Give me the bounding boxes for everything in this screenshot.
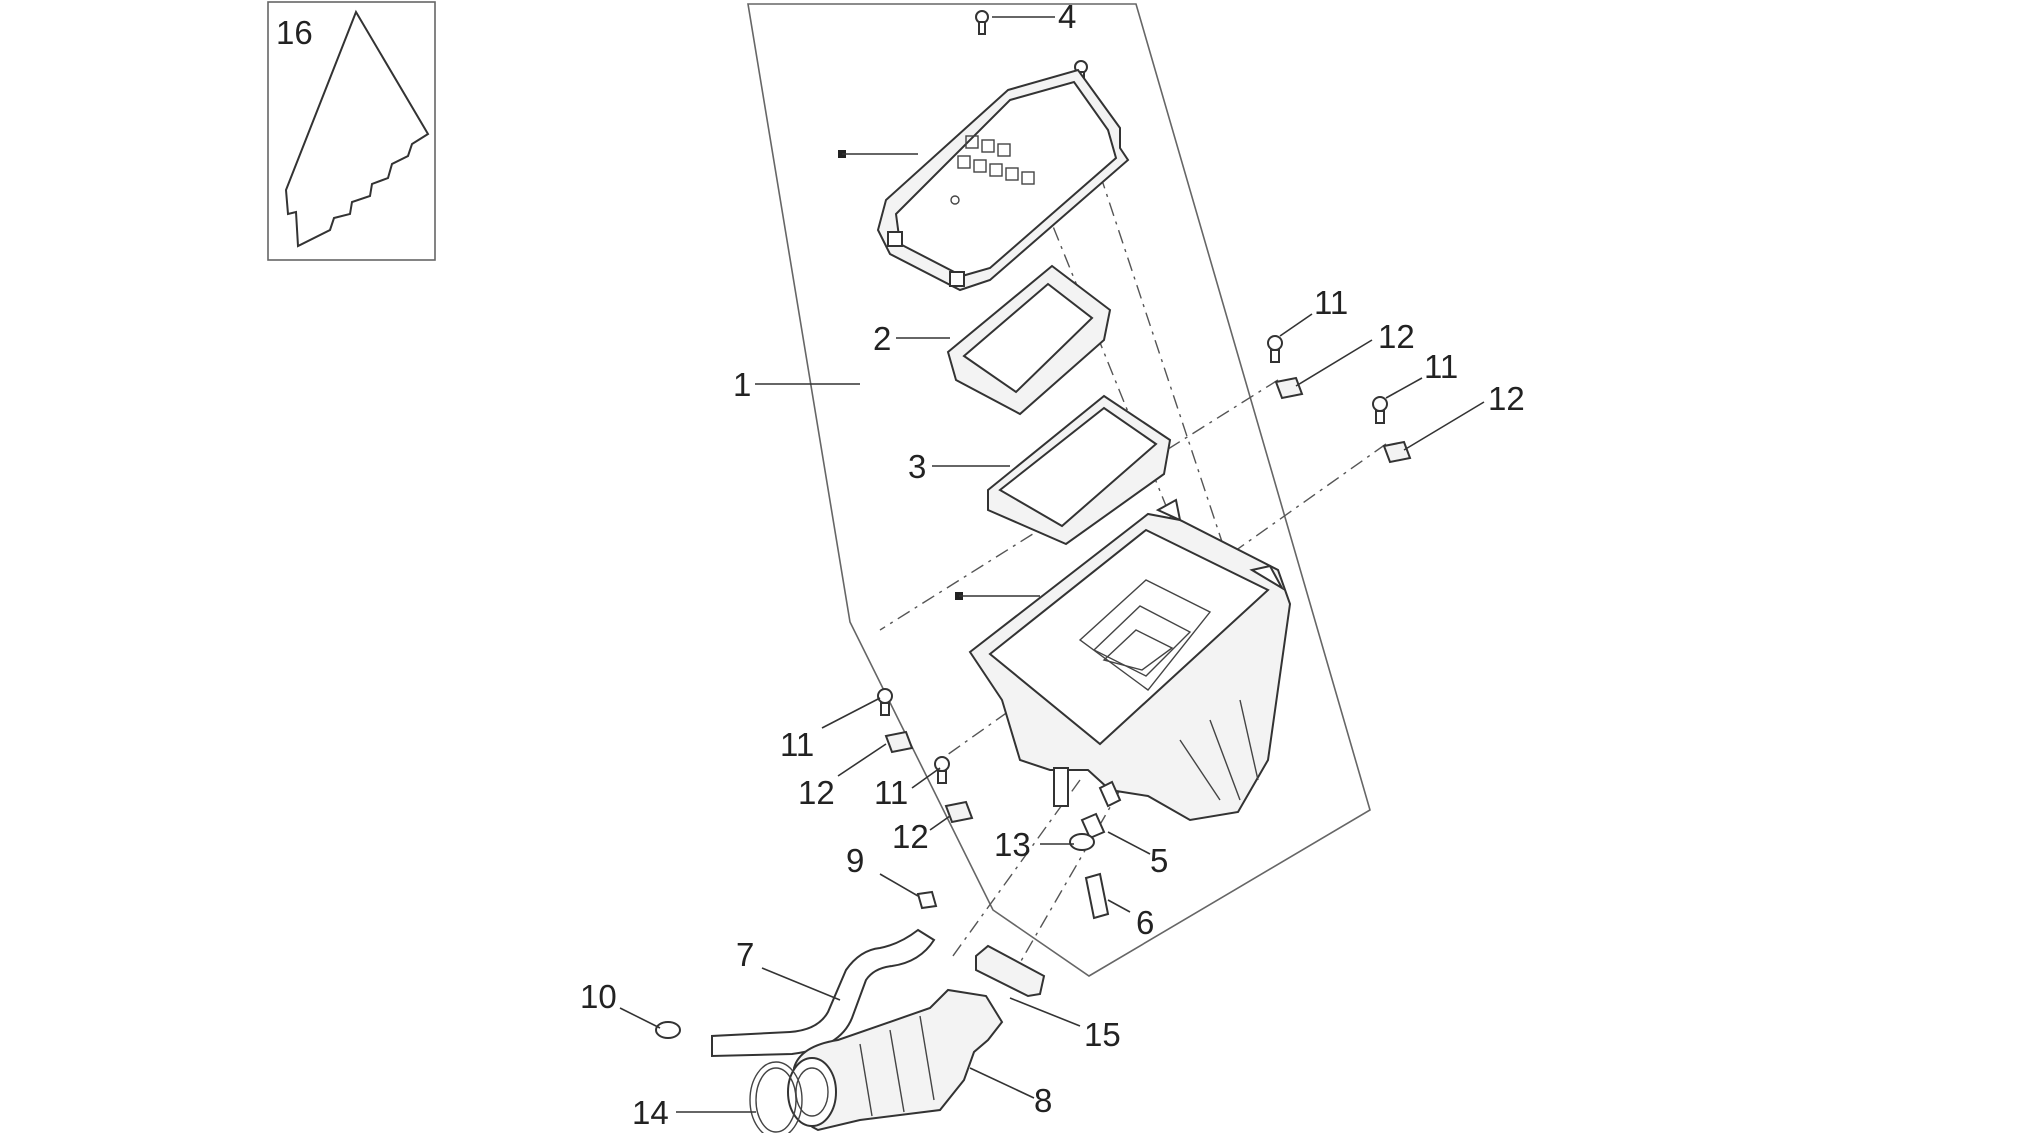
inset-box-16 [267, 1, 436, 261]
callout-5: 5 [1150, 842, 1168, 879]
callout-12a: 12 [1378, 318, 1415, 355]
callout-10: 10 [580, 978, 617, 1015]
fastener-set [877, 335, 1412, 824]
hose-part-7 [711, 928, 936, 1058]
callout-11c: 11 [780, 726, 814, 763]
callout-3: 3 [908, 448, 926, 485]
callout-12d: 12 [892, 818, 929, 855]
filter-frame-part-2 [946, 264, 1112, 416]
callout-16: 16 [276, 14, 313, 51]
filter-element-part-3 [987, 394, 1172, 546]
callout-15: 15 [1084, 1016, 1121, 1053]
callout-1: 1 [733, 366, 751, 403]
seal-strip-part [284, 9, 430, 248]
callout-labels: 16 4 2 1 3 11 12 11 12 11 12 11 12 13 5 … [276, 0, 1525, 1131]
callout-7: 7 [736, 936, 754, 973]
callout-12c: 12 [798, 774, 835, 811]
filter-lid-part [876, 68, 1130, 292]
plug-part-6 [1084, 872, 1110, 920]
callout-11d: 11 [874, 774, 908, 811]
callout-8: 8 [1034, 1082, 1052, 1119]
leader-lines [619, 16, 1485, 1113]
seal-ring-part-15 [975, 944, 1046, 998]
air-box-body-part [968, 498, 1292, 822]
ring-part-10 [655, 1021, 681, 1039]
callout-9: 9 [846, 842, 864, 879]
hose-clamp-part-14 [749, 1061, 803, 1133]
intake-duct-part-8 [787, 988, 1004, 1132]
cap-part-5 [1080, 812, 1106, 840]
clip-part-9 [916, 890, 938, 910]
clamp-part-13 [1069, 833, 1095, 851]
assembly-frame [747, 3, 1371, 977]
callout-13: 13 [994, 826, 1031, 863]
callout-2: 2 [873, 320, 891, 357]
callout-12b: 12 [1488, 380, 1525, 417]
callout-4: 4 [1058, 0, 1076, 35]
callout-6: 6 [1136, 904, 1154, 941]
drain-parts [916, 767, 1122, 920]
callout-14: 14 [632, 1094, 669, 1131]
callout-11a: 11 [1314, 284, 1348, 321]
callout-11b: 11 [1424, 348, 1458, 385]
